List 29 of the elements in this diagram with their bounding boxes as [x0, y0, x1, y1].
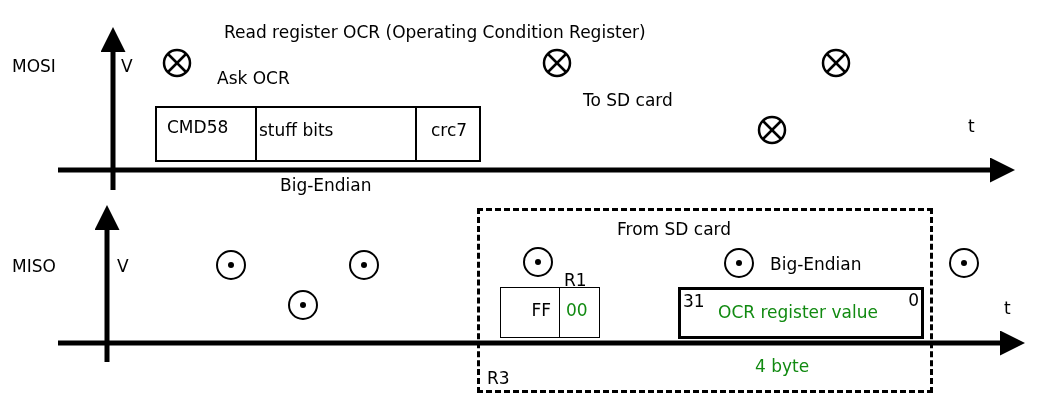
field-box [415, 106, 481, 162]
field-box [155, 106, 257, 162]
axis-label: V [121, 56, 133, 78]
axis-label: MISO [12, 256, 56, 278]
field-label: crc7 [431, 120, 468, 142]
axis-label: Ask OCR [217, 68, 290, 90]
axis-label: V [117, 256, 129, 278]
axis-label: To SD card [583, 90, 673, 112]
axis-label: MOSI [12, 56, 56, 78]
field-box [257, 106, 415, 162]
bit-index: 0 [908, 290, 919, 312]
field-label: 00 [566, 300, 588, 322]
field-label: From SD card [617, 219, 732, 241]
axis-label: 4 byte [755, 356, 810, 378]
bit-index: 31 [683, 291, 705, 313]
field-label: stuff bits [259, 120, 334, 142]
field-label: R3 [487, 368, 510, 390]
axis-label: Big-Endian [280, 175, 372, 197]
diagram-title: Read register OCR (Operating Condition Register) [224, 22, 646, 44]
field-box [559, 287, 600, 338]
dashed-group-box [477, 208, 933, 393]
axis-label: t [968, 116, 975, 138]
field-box [678, 287, 924, 339]
axis-label: t [1004, 298, 1011, 320]
field-label: OCR register value [718, 302, 878, 324]
field-label: CMD58 [167, 117, 229, 139]
field-label: FF [531, 300, 551, 322]
axis-label: R1 [564, 270, 587, 292]
field-box [500, 287, 560, 338]
